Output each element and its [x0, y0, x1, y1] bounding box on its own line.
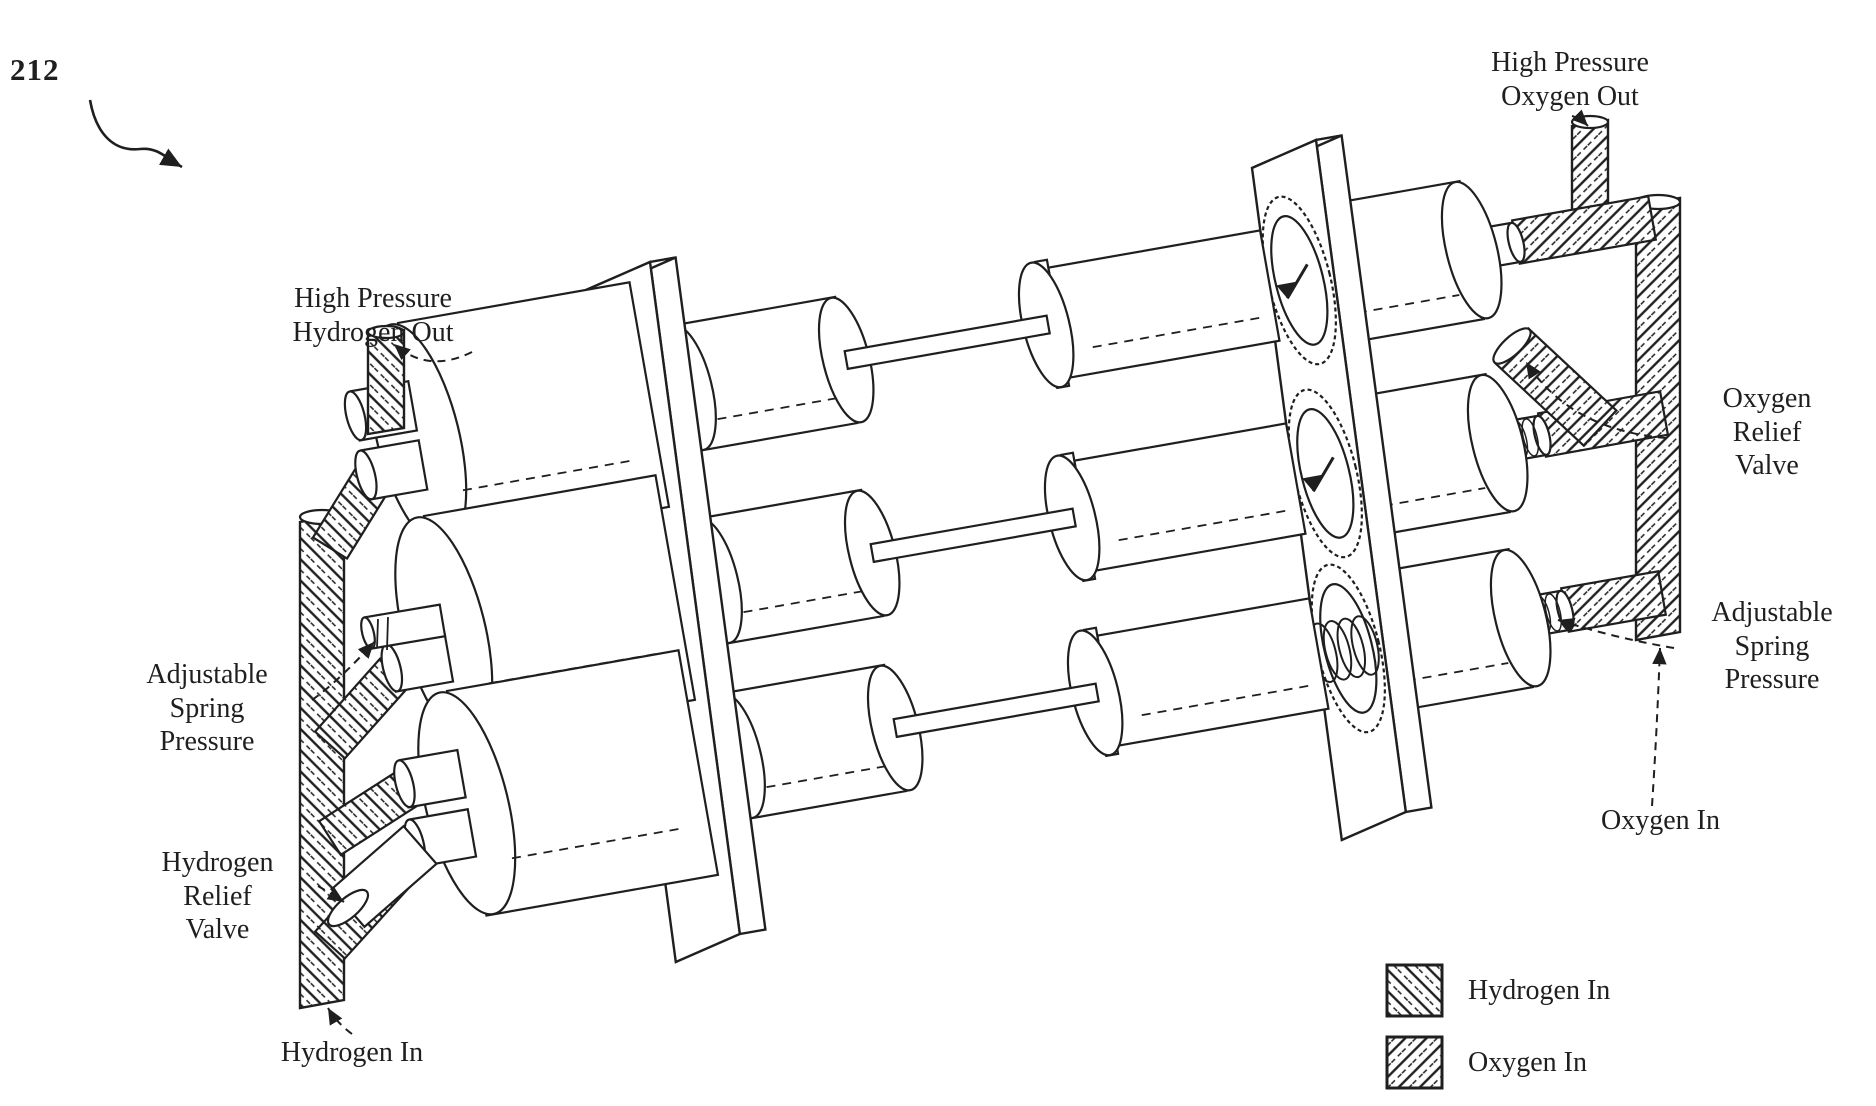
legend: Hydrogen In Oxygen In — [1384, 962, 1610, 1092]
connecting-rods — [843, 314, 1100, 739]
oxygen-hatch-swatch-icon — [1385, 1035, 1444, 1090]
legend-item-hydrogen: Hydrogen In — [1384, 962, 1610, 1020]
label-high-pressure-hydrogen-out: High Pressure Hydrogen Out — [292, 283, 454, 348]
label-hydrogen-in: Hydrogen In — [280, 1037, 424, 1068]
diaphragm-faces — [1261, 195, 1386, 734]
figure-number: 212 — [10, 52, 60, 87]
label-high-pressure-oxygen-out: High Pressure Oxygen Out — [1491, 47, 1649, 112]
legend-label-oxygen-in: Oxygen In — [1468, 1047, 1587, 1078]
label-oxygen-in: Oxygen In — [1601, 805, 1720, 836]
middle-cylinders-right — [1017, 229, 1330, 758]
label-oxygen-relief-valve: Oxygen Relief Valve — [1722, 383, 1812, 482]
leader-arrows — [88, 99, 1675, 1035]
label-hydrogen-relief-valve: Hydrogen Relief Valve — [161, 847, 274, 946]
hydrogen-hatch-swatch-icon — [1385, 963, 1444, 1018]
legend-item-oxygen: Oxygen In — [1384, 1034, 1610, 1092]
spring-adjuster-screw — [360, 603, 447, 651]
label-adjustable-spring-pressure-right: Adjustable Spring Pressure — [1711, 597, 1833, 696]
legend-label-hydrogen-in: Hydrogen In — [1468, 975, 1611, 1006]
oxygen-relief-tube — [1492, 326, 1618, 448]
label-adjustable-spring-pressure-left: Adjustable Spring Pressure — [146, 659, 268, 758]
hydrogen-relief-tube — [326, 824, 439, 929]
